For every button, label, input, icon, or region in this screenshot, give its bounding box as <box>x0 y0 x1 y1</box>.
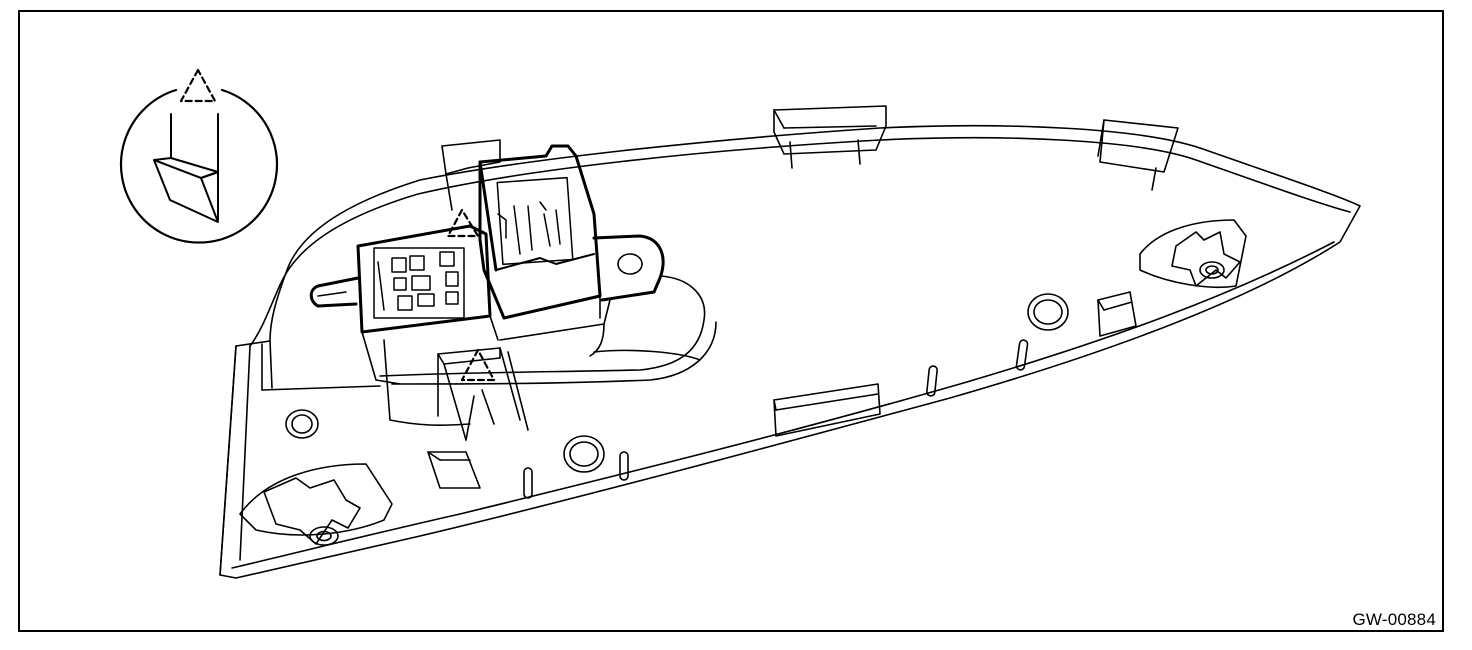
support-ribs <box>437 347 529 441</box>
power-window-switch-assembly <box>309 139 665 426</box>
claw-detail-inset <box>119 68 279 244</box>
front-clip-seat <box>239 463 393 546</box>
claw-position-markers <box>446 208 496 382</box>
rear-clip-seat <box>1139 219 1247 289</box>
upper-tabs <box>773 105 1179 191</box>
claw-triangle-lower-icon <box>460 348 496 382</box>
inset-claw-triangle-icon <box>179 68 217 103</box>
figure-frame <box>18 10 1444 632</box>
figure-id-label: GW-00884 <box>1352 610 1436 629</box>
panel-holes <box>285 253 1137 499</box>
door-trim-panel <box>219 124 1361 579</box>
claw-triangle-upper-icon <box>446 208 480 238</box>
